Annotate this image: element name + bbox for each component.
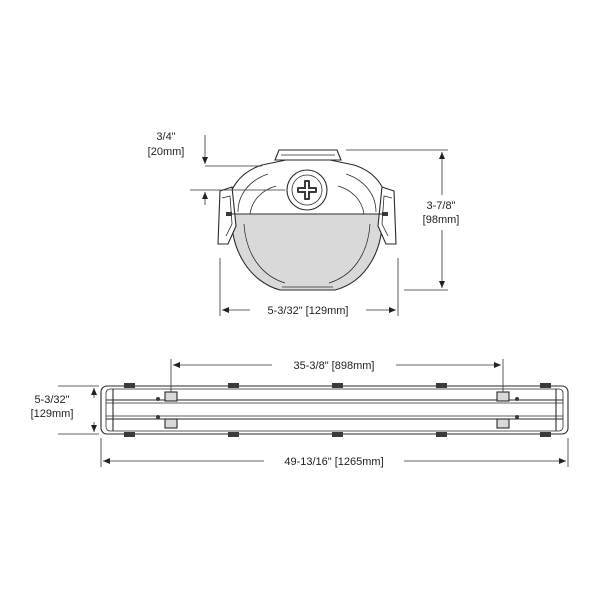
latch-clip <box>332 383 343 388</box>
latch-clips <box>124 383 551 437</box>
end-view-fixture <box>217 149 397 291</box>
top-width-metric: [129mm] <box>31 408 74 420</box>
latch-clip <box>124 432 135 437</box>
latch-clip <box>332 432 343 437</box>
dimension-top-width: 5-3/32" [129mm] <box>31 385 99 435</box>
latch-clip <box>436 383 447 388</box>
dimension-overall-length: 49-13/16" [1265mm] <box>100 438 569 468</box>
dimension-height: 3-7/8" [98mm] <box>346 149 460 291</box>
latch-clip <box>540 383 551 388</box>
dimension-mount-spacing: 35-3/8" [898mm] <box>170 359 504 392</box>
top-view-fixture <box>100 385 569 435</box>
cap-height-metric: [20mm] <box>148 146 185 158</box>
top-width-imperial: 5-3/32" <box>34 394 69 406</box>
overall-length-label: 49-13/16" [1265mm] <box>284 456 383 468</box>
latch-clip <box>228 383 239 388</box>
latch-clip <box>436 432 447 437</box>
height-metric: [98mm] <box>423 214 460 226</box>
dimension-end-width: 5-3/32" [129mm] <box>219 258 399 317</box>
latch-clip <box>124 383 135 388</box>
latch-clip <box>228 432 239 437</box>
latch-clip <box>540 432 551 437</box>
mount-spacing-label: 35-3/8" [898mm] <box>294 360 375 372</box>
dimension-cap-height: 3/4" [20mm] <box>148 131 285 205</box>
height-imperial: 3-7/8" <box>427 200 456 212</box>
end-width-label: 5-3/32" [129mm] <box>268 305 349 317</box>
cap-height-imperial: 3/4" <box>156 131 175 143</box>
